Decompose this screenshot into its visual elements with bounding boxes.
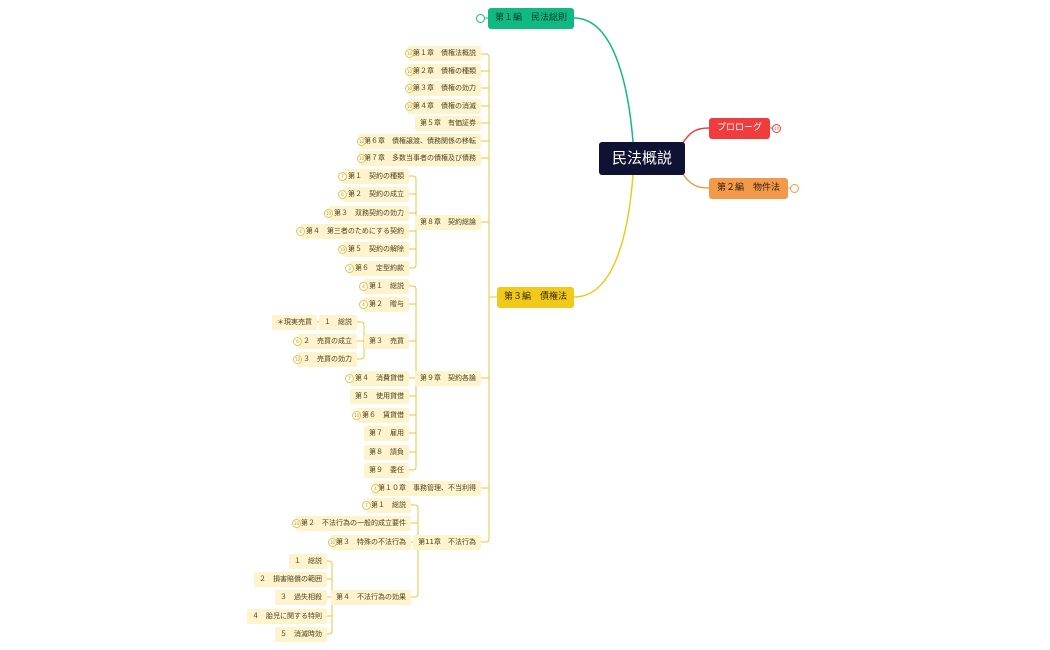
branch-book3[interactable]: 第３編 債権法 [497, 287, 574, 308]
collapsed-count-badge[interactable]: 10 [405, 67, 414, 76]
topic-ch11[interactable]: 第11章 不法行為 [413, 535, 481, 550]
connector-effect-stub [327, 630, 333, 635]
collapsed-count-badge[interactable]: 10 [328, 538, 337, 547]
topic-ch10[interactable]: 第１０章 事務管理、不当利得 [373, 481, 481, 496]
collapsed-count-badge[interactable]: 6 [338, 190, 347, 199]
topic-ch6[interactable]: 第６章 債権譲渡、債務関係の移転 [359, 134, 481, 149]
connector-ch-stub [481, 53, 490, 58]
collapsed-count-badge[interactable]: 10 [405, 84, 414, 93]
connector-book1 [573, 17, 634, 143]
topic-ch9-item[interactable]: 第８ 請負 [364, 445, 409, 460]
collapsed-count-badge[interactable]: 4 [296, 227, 305, 236]
topic-ch8-item[interactable]: 第６ 定型約款 [350, 261, 409, 276]
root-topic[interactable]: 民法概説 [599, 142, 685, 175]
connector-ch9-stub [409, 466, 417, 471]
collapsed-count-badge[interactable]: 3 [345, 264, 354, 273]
topic-sale-item[interactable]: ２ 売買の成立 [298, 334, 357, 349]
topic-ch9[interactable]: 第９章 契約各論 [415, 371, 481, 386]
collapsed-count-badge[interactable]: 10 [292, 519, 301, 528]
collapsed-count-badge[interactable]: 10 [405, 49, 414, 58]
collapsed-count-badge[interactable]: 10 [338, 245, 347, 254]
topic-ch5[interactable]: 第５章 有価証券 [415, 116, 481, 131]
branch-prologue[interactable]: プロローグ [709, 118, 770, 139]
topic-sale-item[interactable]: １ 総説 [319, 315, 357, 330]
collapsed-count-badge[interactable]: 10 [293, 355, 302, 364]
collapsed-count-badge[interactable]: 4 [359, 300, 368, 309]
topic-ch8-item[interactable]: 第２ 契約の成立 [343, 187, 409, 202]
topic-ch1[interactable]: 第１章 債権法概説 [408, 46, 481, 61]
topic-ch9-item[interactable]: 第３ 売買 [364, 334, 409, 349]
collapse-toggle-icon[interactable] [790, 184, 799, 193]
topic-ch9-item[interactable]: 第９ 委任 [364, 463, 409, 478]
topic-ch9-item[interactable]: 第１ 総説 [364, 279, 409, 294]
collapsed-count-badge[interactable]: 10 [352, 411, 361, 420]
connector-ch11-stub [411, 593, 419, 598]
connector-book3 [573, 174, 634, 298]
topic-ch11-item[interactable]: 第１ 総説 [366, 498, 411, 513]
prologue-count-badge[interactable]: 10 [772, 124, 781, 133]
topic-ch2[interactable]: 第２章 債権の種類 [408, 64, 481, 79]
topic-ch8[interactable]: 第８章 契約総論 [415, 215, 481, 230]
connector-sale-stub [357, 321, 365, 326]
topic-ch8-item[interactable]: 第５ 契約の解除 [343, 242, 409, 257]
connector-ch-stub [481, 538, 490, 543]
collapsed-count-badge[interactable]: 7 [338, 172, 347, 181]
topic-ch9-item[interactable]: 第６ 賃貸借 [357, 408, 409, 423]
topic-ch8-item[interactable]: 第４ 第三者のためにする契約 [300, 224, 409, 239]
topic-effect-item[interactable]: ４ 胎児に関する特則 [247, 609, 327, 624]
connector-ch9-stub [409, 285, 417, 290]
topic-ch8-item[interactable]: 第３ 双務契約の効力 [329, 206, 409, 221]
collapse-toggle-icon[interactable] [476, 14, 485, 23]
topic-effect-item[interactable]: １ 総説 [289, 554, 327, 569]
topic-ch9-item[interactable]: 第４ 消費貸借 [350, 371, 409, 386]
topic-ch9-item[interactable]: 第５ 使用貸借 [350, 389, 409, 404]
connector-sale-stub [357, 355, 365, 360]
collapsed-count-badge[interactable]: 4 [359, 282, 368, 291]
collapsed-count-badge[interactable]: 7 [362, 501, 371, 510]
collapsed-count-badge[interactable]: 10 [324, 209, 333, 218]
collapsed-count-badge[interactable]: 10 [405, 102, 414, 111]
connector-ch8-stub [409, 175, 417, 180]
collapsed-count-badge[interactable]: 4 [371, 484, 380, 493]
topic-sale-extra[interactable]: ＊現実売買 [272, 315, 317, 330]
topic-ch8-item[interactable]: 第１ 契約の種類 [343, 169, 409, 184]
branch-book1[interactable]: 第１編 民法総則 [488, 8, 574, 29]
topic-ch11-item[interactable]: 第４ 不法行為の効果 [331, 590, 411, 605]
connector-book2 [680, 170, 710, 189]
topic-ch4[interactable]: 第４章 債権の消滅 [408, 99, 481, 114]
topic-effect-item[interactable]: ５ 消滅時効 [275, 627, 327, 642]
collapsed-count-badge[interactable]: 10 [357, 137, 366, 146]
topic-ch11-item[interactable]: 第３ 特殊の不法行為 [331, 535, 411, 550]
topic-effect-item[interactable]: ２ 損害賠償の範囲 [254, 572, 327, 587]
collapsed-count-badge[interactable]: 10 [357, 154, 366, 163]
connector-prologue [680, 127, 710, 147]
topic-ch3[interactable]: 第３章 債権の効力 [408, 81, 481, 96]
branch-book2[interactable]: 第２編 物件法 [709, 178, 788, 199]
connector-ch8-stub [409, 264, 417, 269]
topic-effect-item[interactable]: ３ 過失相殺 [275, 590, 327, 605]
connector-effect-stub [327, 560, 333, 565]
topic-ch11-item[interactable]: 第２ 不法行為の一般的成立要件 [296, 516, 411, 531]
topic-ch9-item[interactable]: 第２ 贈与 [364, 297, 409, 312]
topic-ch9-item[interactable]: 第７ 雇用 [364, 426, 409, 441]
topic-sale-item[interactable]: ３ 売買の効力 [298, 352, 357, 367]
connector-ch11-stub [411, 504, 419, 509]
topic-ch7[interactable]: 第７章 多数当事者の債権及び債務 [359, 151, 481, 166]
collapsed-count-badge[interactable]: 6 [293, 337, 302, 346]
collapsed-count-badge[interactable]: 7 [345, 374, 354, 383]
